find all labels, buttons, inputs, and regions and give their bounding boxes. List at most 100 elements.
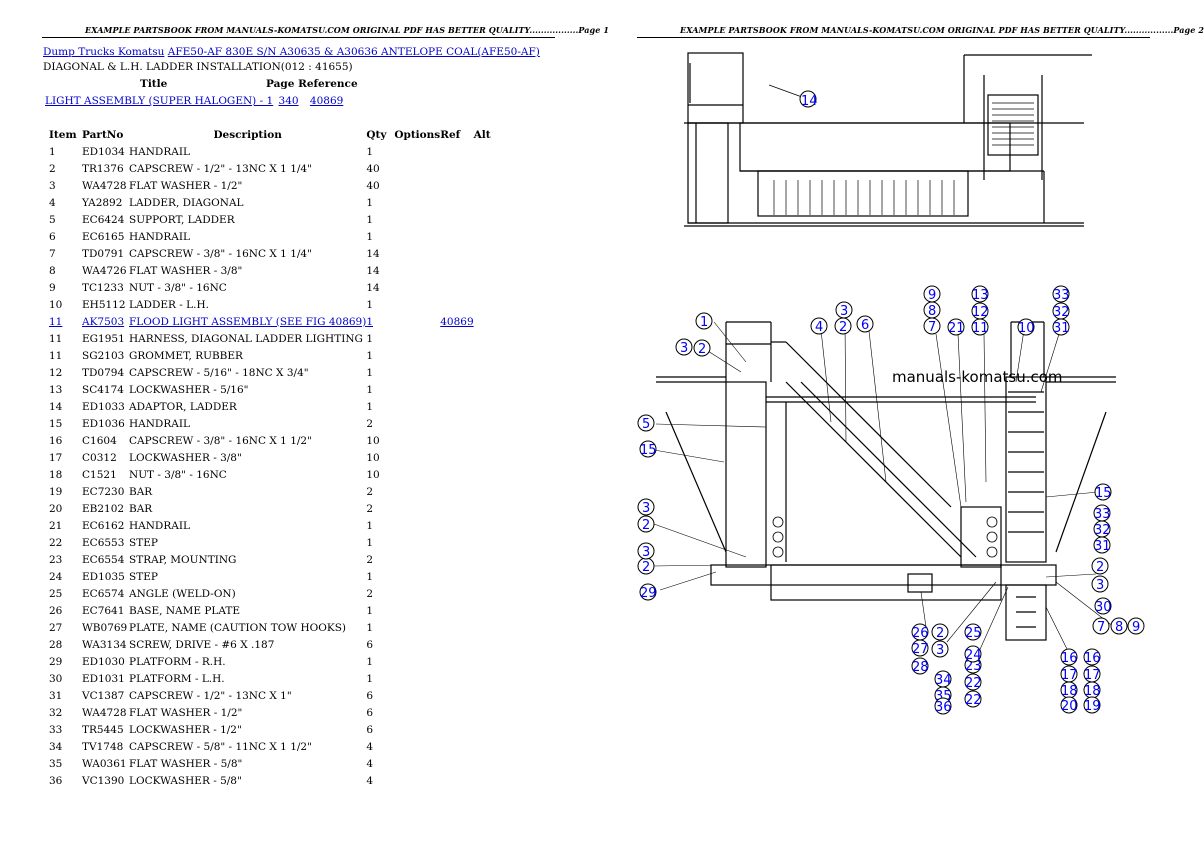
row-item: 24 [45,568,82,585]
svg-text:3: 3 [642,545,650,560]
row-item-text: 15 [49,417,63,430]
row-options [394,194,440,211]
row-description: LADDER, DIAGONAL [129,194,366,211]
row-item: 3 [45,177,82,194]
svg-text:23: 23 [965,659,982,674]
row-description: CAPSCREW - 1/2" - 13NC X 1" [129,687,366,704]
row-partno: AK7503 [82,313,129,330]
row-partno: SC4174 [82,381,129,398]
row-options [394,143,440,160]
row-item-text: 9 [49,281,56,294]
row-item-text: 3 [49,179,56,192]
row-ref [440,177,473,194]
row-alt [474,432,491,449]
row-options [394,347,440,364]
row-description: STRAP, MOUNTING [129,551,366,568]
callout-2: 2 [693,339,711,357]
row-options [394,738,440,755]
svg-text:17: 17 [1084,668,1101,683]
row-item-text[interactable]: 11 [49,315,63,328]
row-partno-text: WB0769 [82,621,128,634]
breadcrumb-model-link[interactable]: AFE50-AF 830E S/N A30635 & A30636 ANTELO… [167,46,540,58]
row-description: STEP [129,568,366,585]
row-item-text: 23 [49,553,63,566]
row-description-text[interactable]: FLOOD LIGHT ASSEMBLY (SEE FIG 40869) [129,315,367,328]
top-ladder-diagram: 14 [684,52,1092,227]
row-qty: 1 [366,602,394,619]
callout-3: 3 [637,498,655,516]
row-partno-text: C0312 [82,451,117,464]
row-ref [440,721,473,738]
row-partno-text[interactable]: AK7503 [82,315,125,328]
row-item: 23 [45,551,82,568]
row-qty: 1 [366,364,394,381]
table-row[interactable]: 11 AK7503 FLOOD LIGHT ASSEMBLY (SEE FIG 40… [45,313,491,330]
row-description-text: PLATFORM - R.H. [129,655,226,668]
row-qty-text[interactable]: 1 [366,315,374,328]
row-alt [474,687,491,704]
ref-row-ref-link[interactable]: 40869 [309,95,344,107]
svg-text:24: 24 [965,648,982,663]
row-item-text: 30 [49,672,63,685]
row-alt [474,211,491,228]
row-item: 8 [45,262,82,279]
row-qty-text: 1 [366,196,374,209]
row-qty-text: 40 [366,179,380,192]
ref-row-page-link[interactable]: 340 [278,95,299,107]
callout-9: 9 [923,285,941,303]
svg-text:2: 2 [839,320,847,335]
row-description-text: NUT - 3/8" - 16NC [129,468,227,481]
row-options [394,483,440,500]
row-options [394,296,440,313]
row-description-text: BASE, NAME PLATE [129,604,241,617]
svg-text:2: 2 [642,560,650,575]
svg-text:25: 25 [965,626,982,641]
row-qty: 6 [366,721,394,738]
row-item-text: 36 [49,774,63,787]
row-partno: EH5112 [82,296,129,313]
callout-3: 3 [1091,575,1109,593]
row-item: 1 [45,143,82,160]
row-ref [440,398,473,415]
row-description-text: LOCKWASHER - 1/2" [129,723,242,736]
svg-text:33: 33 [1094,507,1111,522]
row-alt [474,585,491,602]
ref-row-title-link[interactable]: LIGHT ASSEMBLY (SUPER HALOGEN) - 1 [45,95,274,107]
callout-6: 6 [856,315,874,333]
row-qty-text: 1 [366,604,374,617]
svg-text:30: 30 [1095,600,1112,615]
row-description-text: ANGLE (WELD-ON) [129,587,236,600]
row-ref [440,687,473,704]
row-description-text: SCREW, DRIVE - #6 X .187 [129,638,275,651]
svg-text:31: 31 [1094,539,1111,554]
row-partno-text: ED1030 [82,655,125,668]
callout-17: 17 [1083,665,1101,683]
row-partno: WA4728 [82,177,129,194]
callout-20: 20 [1060,696,1078,714]
svg-text:2: 2 [642,518,650,533]
row-item: 6 [45,228,82,245]
row-description: FLAT WASHER - 5/8" [129,755,366,772]
row-item: 9 [45,279,82,296]
col-description: Description [213,128,282,141]
svg-text:32: 32 [1053,305,1070,320]
breadcrumb-category-link[interactable]: Dump Trucks Komatsu [43,46,165,58]
row-alt [474,262,491,279]
callout-27: 27 [911,639,929,657]
row-item: 20 [45,500,82,517]
row-partno: VC1387 [82,687,129,704]
row-options [394,466,440,483]
row-ref-text[interactable]: 40869 [440,315,474,328]
row-item-text: 1 [49,145,56,158]
row-qty: 2 [366,551,394,568]
row-item: 4 [45,194,82,211]
row-ref [440,364,473,381]
callout-29: 29 [639,583,657,601]
svg-text:22: 22 [965,693,982,708]
